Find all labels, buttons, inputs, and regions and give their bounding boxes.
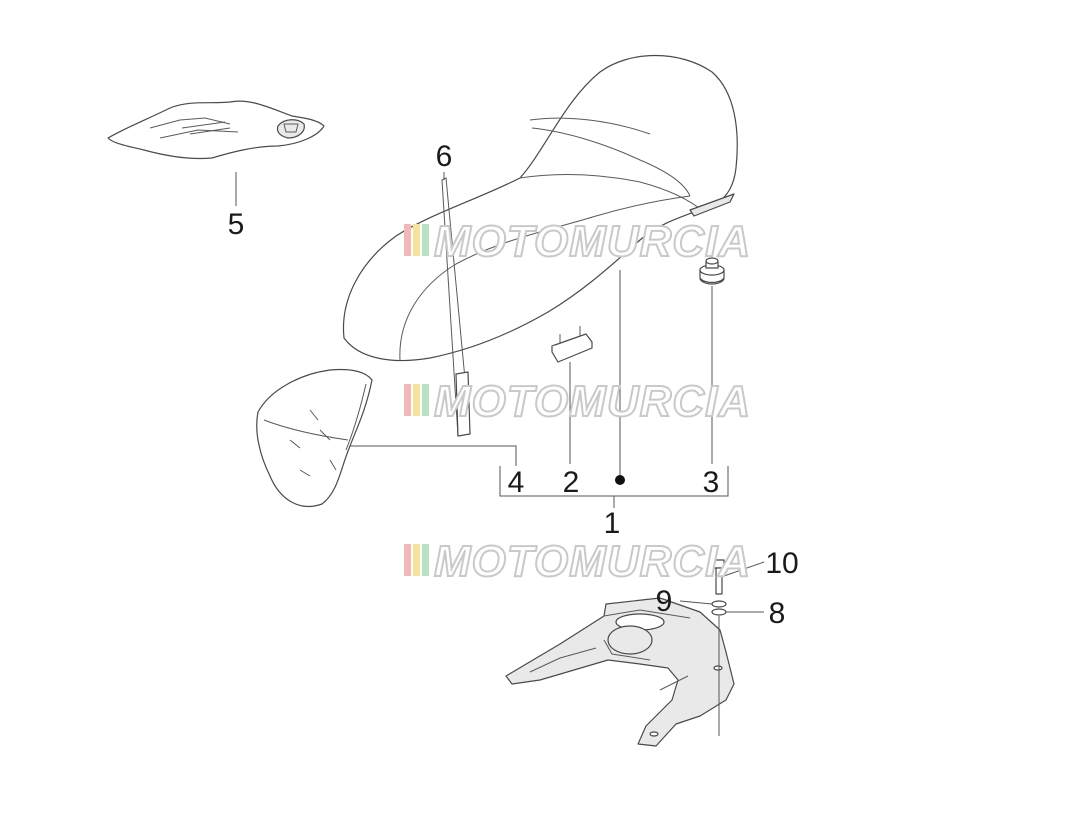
watermark-top: MOTOMURCIA bbox=[404, 216, 751, 267]
callout-2: 2 bbox=[563, 466, 580, 499]
watermark-stripe bbox=[404, 384, 411, 416]
helmet-compartment-part bbox=[505, 597, 735, 747]
leader-lines bbox=[235, 172, 765, 736]
callout-9: 9 bbox=[656, 585, 673, 618]
watermark-stripe bbox=[404, 544, 411, 576]
watermark-bottom: MOTOMURCIA bbox=[404, 536, 751, 587]
callout-1: 1 bbox=[604, 507, 621, 540]
seat-bracket-part bbox=[551, 326, 593, 363]
callout-8: 8 bbox=[769, 597, 786, 630]
seat-pan-part bbox=[256, 368, 373, 508]
rubber-bumper-part bbox=[699, 257, 725, 285]
callout-5: 5 bbox=[228, 208, 245, 241]
callout-10: 10 bbox=[765, 547, 798, 580]
seat-strap-part bbox=[441, 177, 471, 437]
seat-saddle-part bbox=[342, 54, 738, 362]
callout-6: 6 bbox=[436, 140, 453, 173]
watermark-stripe bbox=[404, 224, 411, 256]
callout-4: 4 bbox=[508, 466, 525, 499]
watermark-text: MOTOMURCIA bbox=[434, 537, 751, 586]
washer-part bbox=[711, 600, 727, 616]
assembly-dot bbox=[615, 475, 625, 485]
watermark-stripe bbox=[422, 224, 429, 256]
watermark-stripe bbox=[413, 224, 420, 256]
callout-3: 3 bbox=[703, 466, 720, 499]
watermark-stripe bbox=[422, 544, 429, 576]
watermark-middle: MOTOMURCIA bbox=[404, 376, 751, 427]
watermark-stripe bbox=[413, 384, 420, 416]
watermark-stripe bbox=[422, 384, 429, 416]
seat-cover-part bbox=[107, 100, 325, 160]
bolt-part bbox=[713, 559, 725, 595]
watermark-text: MOTOMURCIA bbox=[434, 377, 751, 426]
watermark-text: MOTOMURCIA bbox=[434, 217, 751, 266]
watermark-stripe bbox=[413, 544, 420, 576]
